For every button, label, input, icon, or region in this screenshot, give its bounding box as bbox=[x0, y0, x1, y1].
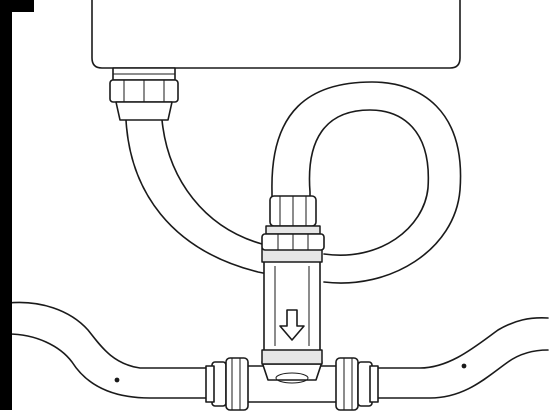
frame-edge-top bbox=[0, 0, 34, 12]
pipe-mark-dot-right bbox=[461, 363, 467, 369]
cable-gland bbox=[109, 67, 179, 121]
compression-fitting-left bbox=[205, 357, 249, 411]
frame-edge-left bbox=[0, 0, 12, 410]
pipe-mark-dot-left bbox=[114, 377, 120, 383]
compression-fitting-right bbox=[335, 357, 379, 411]
flow-sensor-body bbox=[261, 247, 323, 365]
control-unit-box bbox=[91, 0, 461, 69]
flow-arrow-icon bbox=[279, 309, 305, 341]
main-pipe bbox=[7, 301, 549, 399]
union-nut-top bbox=[261, 195, 325, 251]
sensor-cable bbox=[125, 81, 462, 284]
tee-fitting bbox=[243, 361, 341, 403]
